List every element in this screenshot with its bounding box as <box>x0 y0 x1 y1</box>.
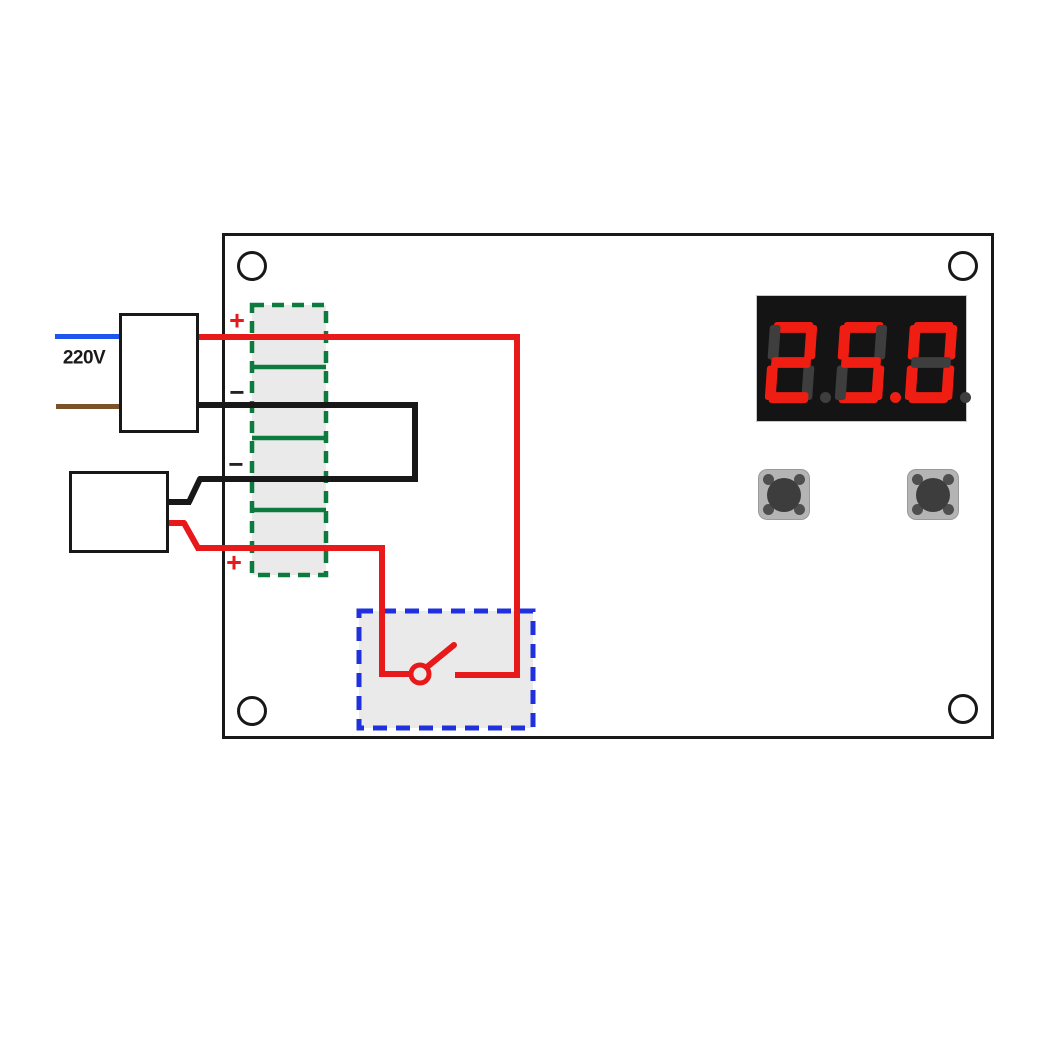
power-module-box <box>119 313 199 433</box>
power-positive-wire <box>199 334 520 340</box>
display-digit <box>904 322 971 403</box>
sensor-minus-label: − <box>228 449 244 479</box>
sensor-positive-wire <box>196 545 384 551</box>
relay-feed-wire-vertical <box>514 334 520 678</box>
button-pin-icon <box>763 504 774 515</box>
button-pin-icon <box>763 474 774 485</box>
relay-contact-left-vertical-wire <box>379 545 385 676</box>
display-digits <box>757 296 971 403</box>
relay-contact-right-wire <box>455 672 520 678</box>
negative-loop-vertical-wire <box>412 402 418 482</box>
display-decimal-point <box>820 392 831 403</box>
display-decimal-point <box>890 392 901 403</box>
mains-voltage-label: 220V <box>62 347 106 369</box>
relay-contact-left-wire <box>379 671 412 677</box>
mounting-hole-top-left <box>237 251 267 281</box>
mains-neutral-wire-brown <box>56 404 119 409</box>
power-minus-label: − <box>229 377 245 407</box>
button-plunger-icon <box>767 477 801 512</box>
mounting-hole-top-right <box>948 251 978 281</box>
power-plus-label: + <box>229 305 245 336</box>
sensor-probe-box <box>69 471 169 553</box>
mounting-hole-bottom-left <box>237 696 267 726</box>
button-plunger-icon <box>916 477 950 512</box>
sensor-negative-stub <box>169 499 191 505</box>
mounting-hole-bottom-right <box>948 694 978 724</box>
button-pin-icon <box>794 504 805 515</box>
set-button-left[interactable] <box>758 469 810 520</box>
button-pin-icon <box>943 504 954 515</box>
mains-live-wire-blue <box>55 334 119 339</box>
display-digit <box>764 322 831 403</box>
button-pin-icon <box>943 474 954 485</box>
sensor-plus-label: + <box>226 547 242 578</box>
set-button-right[interactable] <box>907 469 959 520</box>
display-decimal-point <box>960 392 971 403</box>
button-pin-icon <box>912 474 923 485</box>
button-pin-icon <box>912 504 923 515</box>
seven-segment-display <box>756 295 971 422</box>
button-pin-icon <box>794 474 805 485</box>
display-digit <box>834 322 901 403</box>
sensor-positive-stub <box>169 520 185 526</box>
